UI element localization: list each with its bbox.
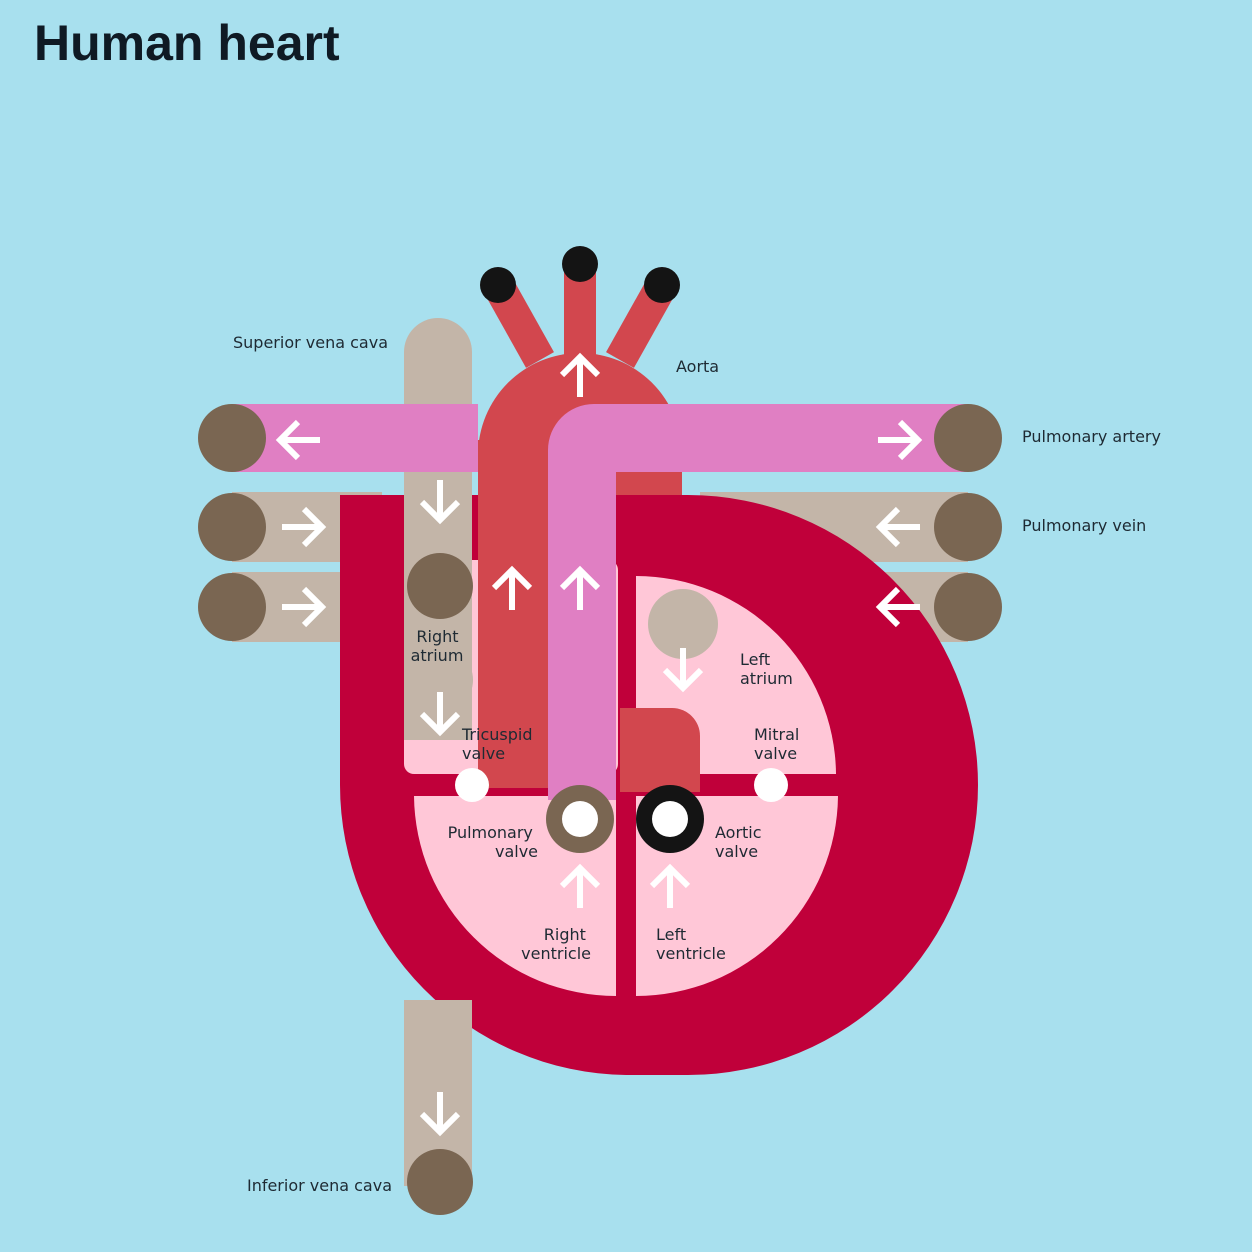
flow-arrow-icon [559, 352, 601, 397]
flow-arrow-icon [878, 419, 923, 461]
flow-arrow-icon [875, 506, 920, 548]
flow-arrow-icon [282, 586, 327, 628]
flow-arrow-icon [282, 506, 327, 548]
label-left-ventricle: Left ventricle [656, 925, 726, 963]
vessel-end-caps [198, 404, 1002, 641]
aortic-branch-end-middle [562, 246, 598, 282]
aortic-branch-end-left [480, 267, 516, 303]
label-pulmonary-vein: Pulmonary vein [1022, 516, 1146, 535]
label-left-atrium: Left atrium [740, 650, 793, 688]
flow-arrow-icon [491, 565, 533, 610]
labels: Superior vena cava Aorta Pulmonary arter… [233, 333, 1161, 1195]
flow-arrow-icon [419, 1092, 461, 1137]
flow-arrow-icon [559, 863, 601, 908]
pulmonary-artery-trunk [548, 404, 968, 800]
flow-arrow-icon [662, 648, 704, 693]
aorta-descending-segment [478, 440, 548, 788]
aortic-branches [480, 246, 680, 368]
label-inferior-vena-cava: Inferior vena cava [247, 1176, 392, 1195]
superior-vena-cava-end [407, 553, 473, 619]
flow-arrows [275, 352, 923, 1137]
aorta-trunk [478, 440, 700, 792]
label-pulmonary-artery: Pulmonary artery [1022, 427, 1161, 446]
right-atrium-inlet [407, 647, 473, 713]
pulmonary-artery-end-left [198, 404, 266, 472]
label-right-atrium: Right atrium [411, 627, 464, 665]
pulmonary-vein-end-right-lower [934, 573, 1002, 641]
label-aorta: Aorta [676, 357, 719, 376]
inferior-vena-cava-end [407, 1149, 473, 1215]
label-superior-vena-cava: Superior vena cava [233, 333, 388, 352]
flow-arrow-icon [649, 863, 691, 908]
pulmonary-valve-center [562, 801, 598, 837]
label-aortic-valve: Aortic valve [715, 823, 767, 861]
pulmonary-vein-end-left-upper [198, 493, 266, 561]
valves [455, 768, 788, 853]
flow-arrow-icon [419, 692, 461, 737]
label-tricuspid-valve: Tricuspid valve [461, 725, 538, 763]
aortic-branch-end-right [644, 267, 680, 303]
pulmonary-artery [232, 404, 968, 800]
aorta-left-ventricle-segment [620, 708, 700, 792]
label-right-ventricle: Right ventricle [521, 925, 591, 963]
pulmonary-artery-end-right [934, 404, 1002, 472]
flow-arrow-icon [559, 565, 601, 610]
pulmonary-vein-end-right-upper [934, 493, 1002, 561]
flow-arrow-icon [875, 586, 920, 628]
tricuspid-valve-marker [455, 768, 489, 802]
page-title: Human heart [34, 15, 340, 71]
flow-arrow-icon [275, 419, 320, 461]
pulmonary-artery-left-branch [232, 404, 478, 472]
aortic-valve-center [652, 801, 688, 837]
pulmonary-vein-end-left-lower [198, 573, 266, 641]
label-mitral-valve: Mitral valve [754, 725, 804, 763]
mitral-valve-marker [754, 768, 788, 802]
flow-arrow-icon [419, 480, 461, 525]
left-atrium-inlet [648, 589, 718, 659]
label-pulmonary-valve: Pulmonary valve [448, 823, 538, 861]
